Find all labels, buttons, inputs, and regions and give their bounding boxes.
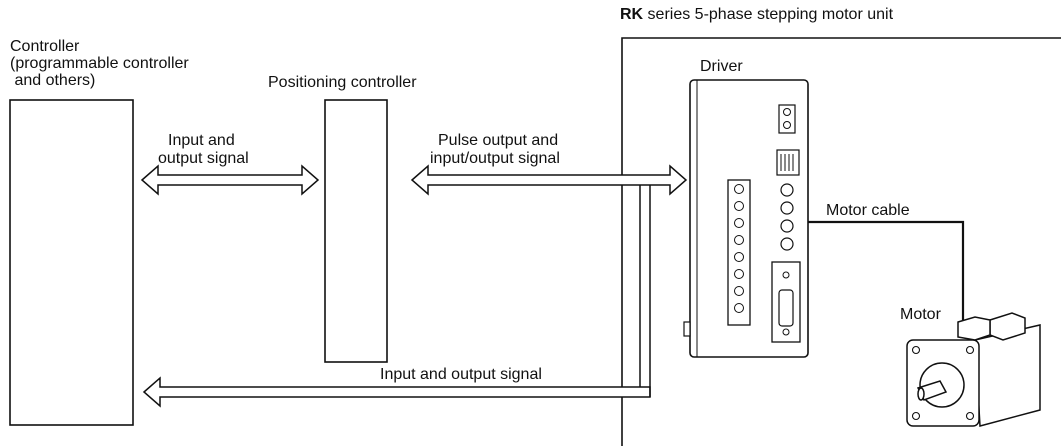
driver-label: Driver xyxy=(700,58,743,75)
unit-title: RK series 5-phase stepping motor unit xyxy=(620,6,893,24)
controller-label-line1: Controller xyxy=(10,38,80,55)
motor-cable xyxy=(808,220,965,322)
controller-label-line3: and others) xyxy=(10,72,96,89)
terminal-screws xyxy=(734,184,744,313)
potentiometers xyxy=(780,183,794,251)
driver-unit xyxy=(683,79,809,358)
motor-cable-label: Motor cable xyxy=(826,202,910,219)
motor-mount-holes xyxy=(911,345,975,421)
positioning-controller-box xyxy=(324,99,388,363)
io-double-arrow xyxy=(140,164,320,196)
io-signal-label-line2: output signal xyxy=(158,150,249,167)
motor-label: Motor xyxy=(900,306,941,323)
controller-box xyxy=(9,99,134,426)
io-signal-label-line1: Input and xyxy=(168,132,235,149)
unit-series-code: RK xyxy=(620,6,644,23)
pulse-double-arrow xyxy=(410,164,688,196)
controller-label-line2: (programmable controller xyxy=(10,55,189,72)
positioning-controller-label: Positioning controller xyxy=(268,74,417,91)
unit-enclosure xyxy=(621,37,1061,446)
bottom-io-arrow xyxy=(142,376,651,408)
pulse-signal-label-line2: input/output signal xyxy=(430,150,560,167)
pulse-signal-label-line1: Pulse output and xyxy=(438,132,559,149)
unit-title-rest: series 5-phase stepping motor unit xyxy=(643,6,894,23)
branch-lines xyxy=(639,185,651,397)
bottom-io-signal-label: Input and output signal xyxy=(380,366,542,383)
motor-drawing xyxy=(906,312,1041,427)
